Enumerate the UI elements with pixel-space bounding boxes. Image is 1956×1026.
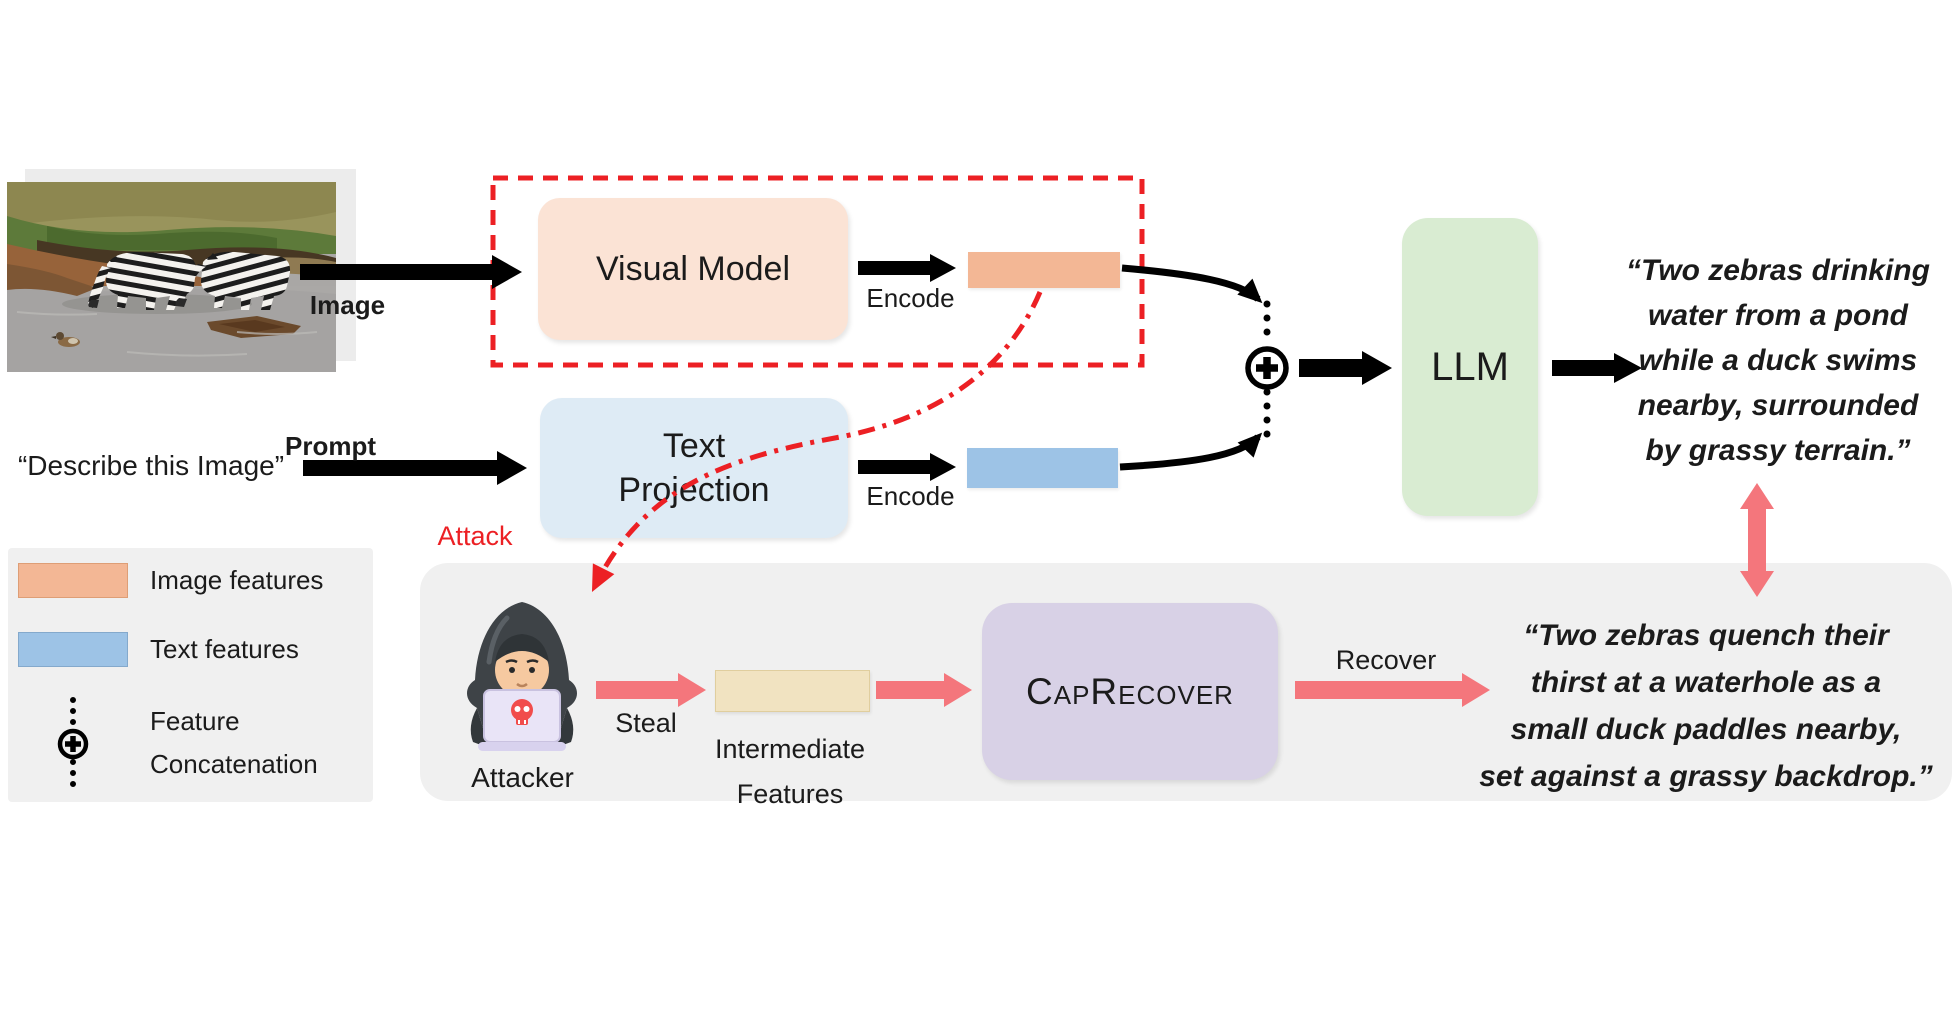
legend-image-features-swatch [18,563,128,598]
cap-recover-box: CapRecover [982,603,1278,780]
intermediate-features-label: Intermediate Features [714,734,866,809]
cap-recover-label: CapRecover [1026,670,1234,712]
text-projection-label-line2: Projection [618,471,770,509]
text-projection-box: Text Projection [540,398,848,538]
prompt-arrow-label: Prompt [285,431,376,461]
image-feat-to-concat-curve [1121,264,1263,304]
llm-box: LLM [1402,218,1538,516]
image-features-rect [968,252,1120,288]
visual-model-box: Visual Model [538,198,848,340]
encode-bottom-label: Encode [866,481,955,511]
zebra-left [88,252,196,310]
legend-feature-concatenation-label: Feature Concatenation [150,706,318,779]
legend-image-features-label: Image features [150,565,324,595]
visual-model-label: Visual Model [595,249,791,288]
concat-to-llm-arrow [1299,351,1392,385]
encode-top-label: Encode [866,283,955,313]
intermediate-features-rect [715,670,870,712]
image-arrow-label: Image [309,290,386,320]
llm-label: LLM [1431,344,1509,389]
zebra-photo-illustration [7,182,336,376]
recovered-caption: “Two zebras quench their thirst at a wat… [1479,619,1933,793]
concat-plus-icon [1245,346,1289,390]
legend-text-features-swatch [18,632,128,667]
duck [51,332,80,347]
steal-label: Steal [615,708,677,738]
attacker-icon [447,596,597,758]
attacker-label: Attacker [471,762,574,793]
encode-top-arrow [858,254,956,282]
recover-label: Recover [1335,645,1437,675]
encode-bottom-arrow [858,453,956,481]
text-features-rect [967,448,1118,488]
text-projection-label-line1: Text [662,427,726,465]
zebra-right [175,251,291,310]
legend-text-features-label: Text features [150,634,299,664]
text-feat-to-concat-curve [1119,432,1263,471]
skull-icon [511,699,533,725]
input-prompt-text: “Describe this Image” [17,450,285,481]
zebra-photo [7,182,336,376]
attack-label: Attack [437,521,513,551]
original-caption: “Two zebras drinking water from a pond w… [1626,254,1930,467]
